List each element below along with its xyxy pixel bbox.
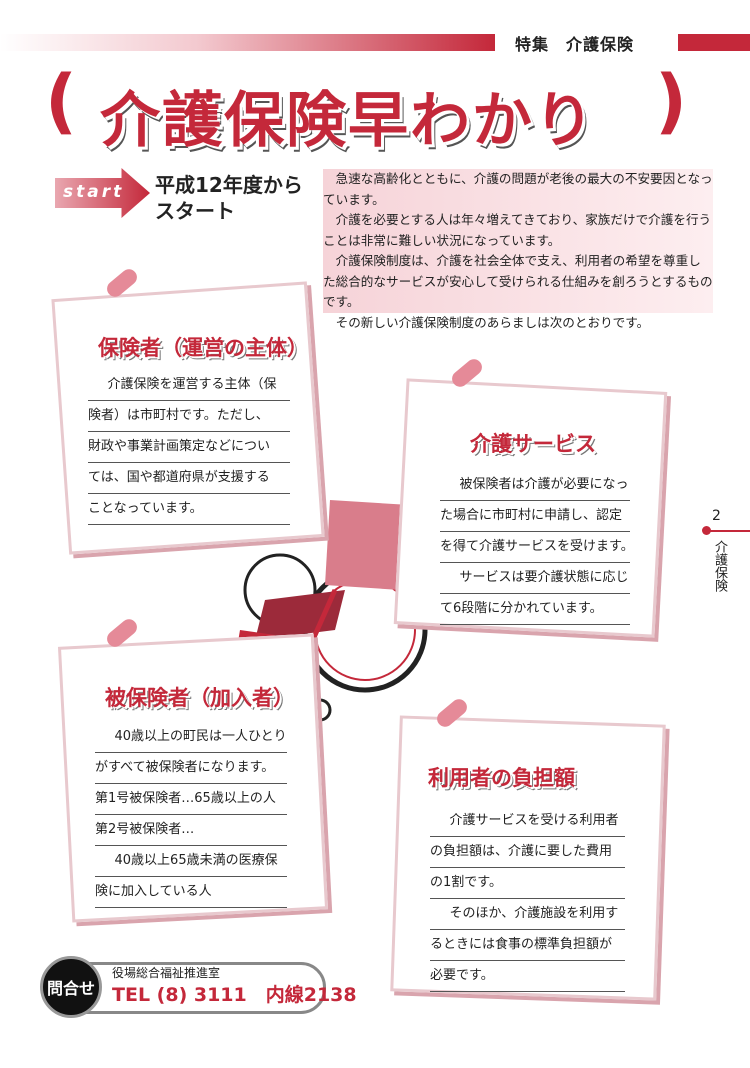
header-bar (0, 34, 495, 51)
note-line: 険者）は市町村です。ただし、 (88, 401, 290, 432)
note-line: 介護保険を運営する主体（保 (88, 370, 290, 401)
note-line: 財政や事業計画策定などについ (88, 432, 290, 463)
contact-label: 問合せ (40, 956, 102, 1018)
side-dot-icon (702, 526, 711, 535)
section-label: 特集 介護保険 (515, 35, 635, 54)
note-line: がすべて被保険者になります。 (95, 753, 287, 784)
note-line: 被保険者は介護が必要になっ (440, 470, 630, 501)
intro-paragraph: 介護を必要とする人は年々増えてきており、家族だけで介護を行うことは非常に難しい状… (323, 210, 713, 251)
note-title: 利用者の負担額 (428, 766, 575, 790)
note-line: 第1号被保険者…65歳以上の人 (95, 784, 287, 815)
note-line: て6段階に分かれています。 (440, 594, 630, 625)
note-line: 第2号被保険者… (95, 815, 287, 846)
note-body: 介護保険を運営する主体（保 険者）は市町村です。ただし、 財政や事業計画策定など… (88, 370, 290, 525)
note-body: 40歳以上の町民は一人ひとり がすべて被保険者になります。 第1号被保険者…65… (95, 722, 287, 908)
note-line: た場合に市町村に申請し、認定 (440, 501, 630, 532)
note-body: 介護サービスを受ける利用者 の負担額は、介護に要した費用 の1割です。 そのほか… (430, 806, 625, 992)
note-line: 必要です。 (430, 961, 625, 992)
contact-department: 役場総合福祉推進室 (112, 966, 221, 980)
note-line: 険に加入している人 (95, 877, 287, 908)
intro-text: 急速な高齢化とともに、介護の問題が老後の最大の不安要因となっています。 介護を必… (323, 169, 713, 333)
note-title: 保険者（運営の主体） (98, 336, 308, 360)
note-line: そのほか、介護施設を利用す (430, 899, 625, 930)
page-number: 2 (712, 508, 721, 524)
left-bracket: ( (45, 60, 77, 142)
page-title: 介護保険早わかり (100, 86, 596, 156)
intro-paragraph: 急速な高齢化とともに、介護の問題が老後の最大の不安要因となっています。 (323, 169, 713, 210)
note-line: 40歳以上65歳未満の医療保 (95, 846, 287, 877)
intro-paragraph: 介護保険制度は、介護を社会全体で支え、利用者の希望を尊重した総合的なサービスが安… (323, 251, 713, 313)
start-label: start (63, 182, 125, 202)
subtitle-line1: 平成12年度から (155, 173, 303, 197)
note-line: の負担額は、介護に要した費用 (430, 837, 625, 868)
subtitle-line2: スタート (155, 199, 235, 223)
note-body: 被保険者は介護が必要になっ た場合に市町村に申請し、認定 を得て介護サービスを受… (440, 470, 634, 625)
note-line: るときには食事の標準負担額が (430, 930, 625, 961)
note-line: の1割です。 (430, 868, 625, 899)
note-line: 40歳以上の町民は一人ひとり (95, 722, 287, 753)
right-bracket: ) (655, 60, 687, 142)
start-arrow-icon: start (55, 168, 150, 218)
side-divider (706, 530, 750, 532)
subtitle: 平成12年度から スタート (155, 172, 303, 224)
note-line: 介護サービスを受ける利用者 (430, 806, 625, 837)
contact-phone: TEL (8) 3111 内線2138 (112, 984, 357, 1006)
note-line: ては、国や都道府県が支援する (88, 463, 290, 494)
note-title: 被保険者（加入者） (105, 686, 294, 710)
note-line: サービスは要介護状態に応じ (440, 563, 630, 594)
intro-paragraph: その新しい介護保険制度のあらましは次のとおりです。 (335, 314, 650, 330)
header-bar-right (678, 34, 750, 51)
side-tab-label: 介護保険 (712, 540, 727, 592)
note-line: を得て介護サービスを受けます。 (440, 532, 634, 563)
note-title: 介護サービス (470, 432, 596, 456)
note-line: ことなっています。 (88, 494, 290, 525)
